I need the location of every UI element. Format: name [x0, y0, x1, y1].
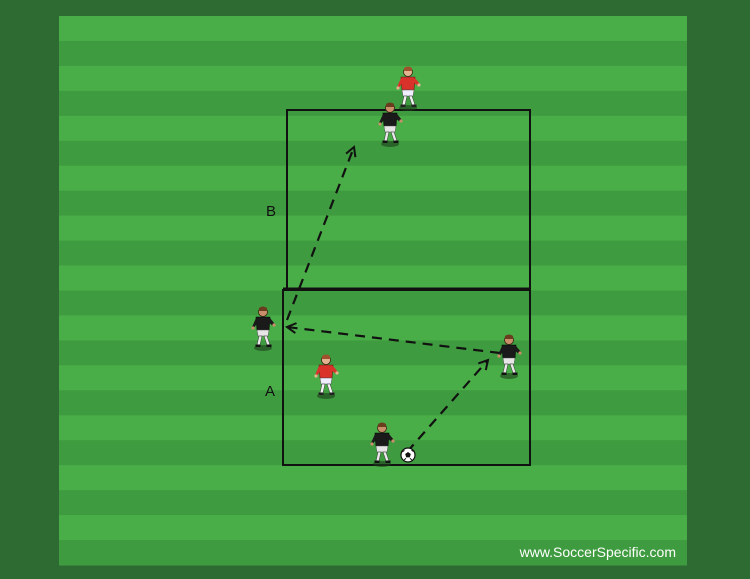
pitch-stripe: [59, 140, 687, 167]
pass-arrow-1: [406, 360, 488, 453]
pitch-stripe: [59, 16, 687, 42]
pitch-stripe: [59, 340, 687, 366]
pitch-stripe: [59, 190, 687, 217]
pitch-stripe: [59, 65, 687, 92]
pitch-stripe: [59, 215, 687, 242]
pitch-stripe: [59, 115, 687, 142]
pitch-stripe: [59, 265, 687, 291]
pitch-stripe: [59, 365, 687, 391]
pitch-stripe: [59, 465, 687, 491]
pitch-stripe: [59, 540, 687, 566]
pass-arrow-3: [285, 147, 354, 321]
pitch-stripes: [59, 16, 687, 566]
pitch-stripe: [59, 40, 687, 67]
soccer-ball-icon: [400, 447, 416, 463]
zone-b-label: B: [266, 203, 276, 220]
watermark-text: www.SoccerSpecific.com: [519, 544, 676, 560]
pitch-stripe: [59, 240, 687, 267]
pitch-stripe: [59, 515, 687, 541]
zone-a-label: A: [265, 383, 275, 400]
pitch-stripe: [59, 290, 687, 316]
pass-arrow-2: [287, 327, 501, 355]
pitch-stripe: [59, 415, 687, 441]
pitch-stripe: [59, 90, 687, 117]
pitch-stripe: [59, 165, 687, 192]
pitch-stripe: [59, 390, 687, 416]
pitch-stripe: [59, 490, 687, 516]
